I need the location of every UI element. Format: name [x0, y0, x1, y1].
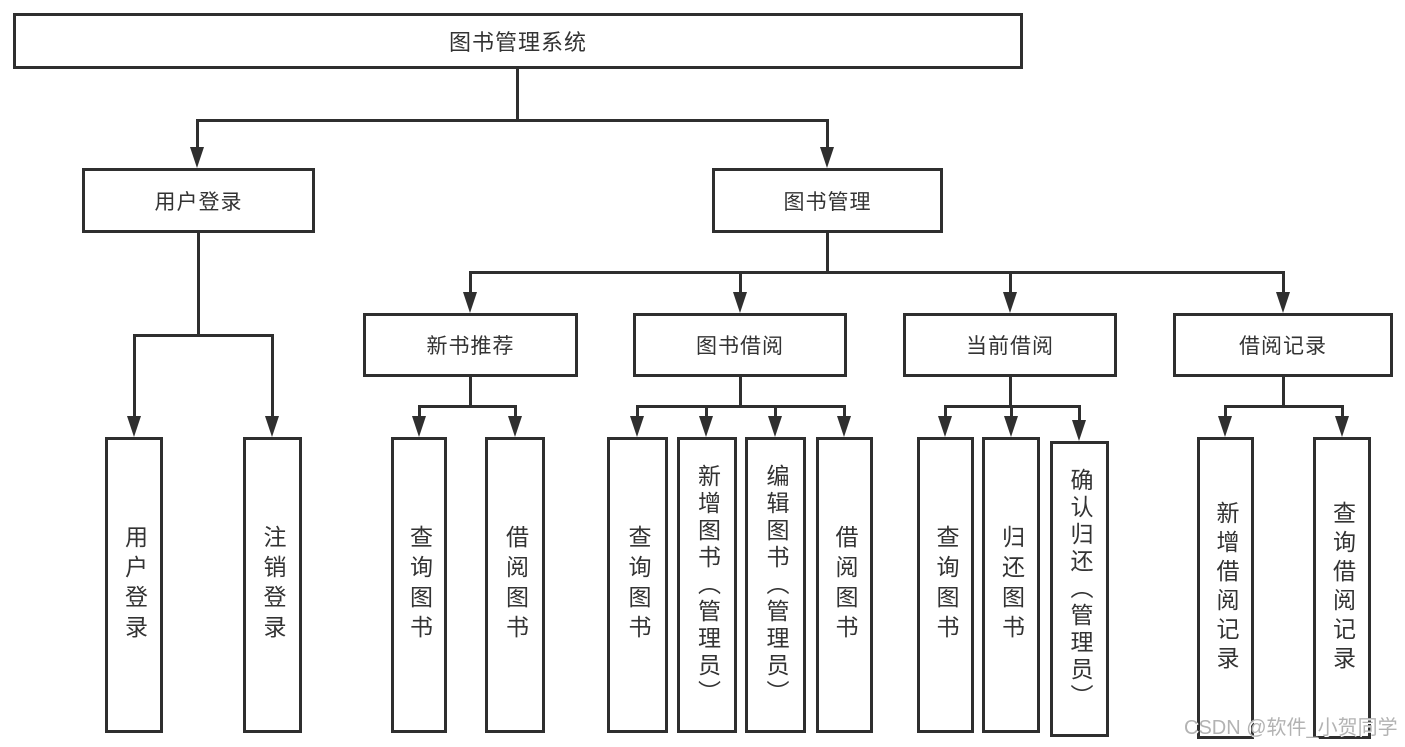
node-label: 当前借阅: [966, 335, 1054, 358]
connector-line: [1009, 377, 1012, 408]
arrowhead-down: [1218, 416, 1232, 437]
arrowhead-down: [837, 416, 851, 437]
leaf-label: 新增图书（管理员）: [694, 463, 721, 707]
connector-line: [469, 271, 472, 293]
connector-line: [636, 405, 639, 419]
arrowhead-down: [1276, 292, 1290, 313]
connector-line: [1224, 405, 1227, 419]
arrowhead-down: [190, 147, 204, 168]
connector-line: [469, 377, 472, 408]
arrowhead-down: [768, 416, 782, 437]
arrowhead-down: [938, 416, 952, 437]
node-label: 图书借阅: [696, 335, 784, 358]
node-borrow-records: 借阅记录: [1173, 313, 1393, 377]
leaf-user-login: 用户登录: [105, 437, 163, 733]
connector-line: [271, 334, 274, 418]
leaf-return-books: 归还图书: [982, 437, 1040, 733]
leaf-logout: 注销登录: [243, 437, 302, 733]
connector-line: [1224, 405, 1344, 408]
node-label: 图书管理系统: [448, 30, 587, 55]
arrowhead-down: [1072, 420, 1086, 441]
leaf-label: 编辑图书（管理员）: [763, 463, 789, 707]
connector-line: [826, 119, 829, 151]
connector-line: [516, 69, 519, 121]
connector-line: [739, 271, 742, 293]
node-current-borrowing: 当前借阅: [903, 313, 1117, 377]
leaf-label: 用户登录: [121, 525, 148, 645]
connector-line: [843, 405, 846, 419]
connector-line: [133, 334, 274, 337]
leaf-add-books-admin: 新增图书（管理员）: [677, 437, 737, 733]
node-label: 借阅记录: [1239, 335, 1327, 358]
connector-line: [418, 405, 421, 419]
leaf-label: 借阅图书: [502, 525, 529, 645]
csdn-watermark: CSDN @软件_小贺同学: [1184, 717, 1398, 739]
leaf-confirm-return-admin: 确认归还（管理员）: [1050, 441, 1109, 737]
arrowhead-down: [1335, 416, 1349, 437]
connector-line: [1341, 405, 1344, 419]
connector-line: [514, 405, 517, 419]
node-book-borrowing: 图书借阅: [633, 313, 847, 377]
arrowhead-down: [508, 416, 522, 437]
arrowhead-down: [1004, 416, 1018, 437]
leaf-label: 查询借阅记录: [1329, 501, 1356, 675]
connector-line: [705, 405, 708, 419]
arrowhead-down: [127, 416, 141, 437]
arrowhead-down: [265, 416, 279, 437]
connector-line: [774, 405, 777, 419]
connector-line: [636, 405, 846, 408]
leaf-add-borrow-record: 新增借阅记录: [1197, 437, 1254, 739]
leaf-label: 归还图书: [998, 525, 1025, 645]
node-label: 图书管理: [783, 190, 872, 214]
arrowhead-down: [463, 292, 477, 313]
node-label: 用户登录: [154, 190, 243, 214]
arrowhead-down: [733, 292, 747, 313]
leaf-query-books-current: 查询图书: [917, 437, 974, 733]
leaf-borrow-books-borrowing: 借阅图书: [816, 437, 873, 733]
leaf-query-books-recommend: 查询图书: [391, 437, 447, 733]
leaf-query-books-borrowing: 查询图书: [607, 437, 668, 733]
leaf-label: 新增借阅记录: [1213, 501, 1239, 675]
connector-line: [418, 405, 517, 408]
arrowhead-down: [699, 416, 713, 437]
connector-line: [1282, 271, 1285, 293]
arrowhead-down: [1003, 292, 1017, 313]
leaf-label: 查询图书: [933, 525, 959, 645]
arrowhead-down: [630, 416, 644, 437]
node-book-management: 图书管理: [712, 168, 943, 233]
leaf-label: 注销登录: [260, 525, 286, 645]
arrowhead-down: [412, 416, 426, 437]
leaf-label: 确认归还（管理员）: [1067, 467, 1093, 711]
connector-line: [826, 233, 829, 274]
node-new-book-recommend: 新书推荐: [363, 313, 578, 377]
node-library-management-system: 图书管理系统: [13, 13, 1023, 69]
connector-line: [1010, 405, 1013, 419]
connector-line: [469, 271, 1285, 274]
leaf-label: 借阅图书: [832, 525, 858, 645]
connector-line: [944, 405, 947, 419]
leaf-label: 查询图书: [406, 525, 433, 645]
connector-line: [1009, 271, 1012, 293]
node-user-login: 用户登录: [82, 168, 315, 233]
arrowhead-down: [820, 147, 834, 168]
connector-line: [739, 377, 742, 408]
connector-line: [196, 119, 829, 122]
connector-line: [133, 334, 136, 418]
leaf-borrow-books-recommend: 借阅图书: [485, 437, 545, 733]
connector-line: [1078, 405, 1081, 422]
connector-line: [196, 119, 199, 151]
leaf-query-borrow-record: 查询借阅记录: [1313, 437, 1371, 739]
connector-line: [197, 233, 200, 337]
leaf-edit-books-admin: 编辑图书（管理员）: [745, 437, 806, 733]
connector-line: [1282, 377, 1285, 408]
node-label: 新书推荐: [426, 335, 515, 358]
leaf-label: 查询图书: [625, 525, 651, 645]
